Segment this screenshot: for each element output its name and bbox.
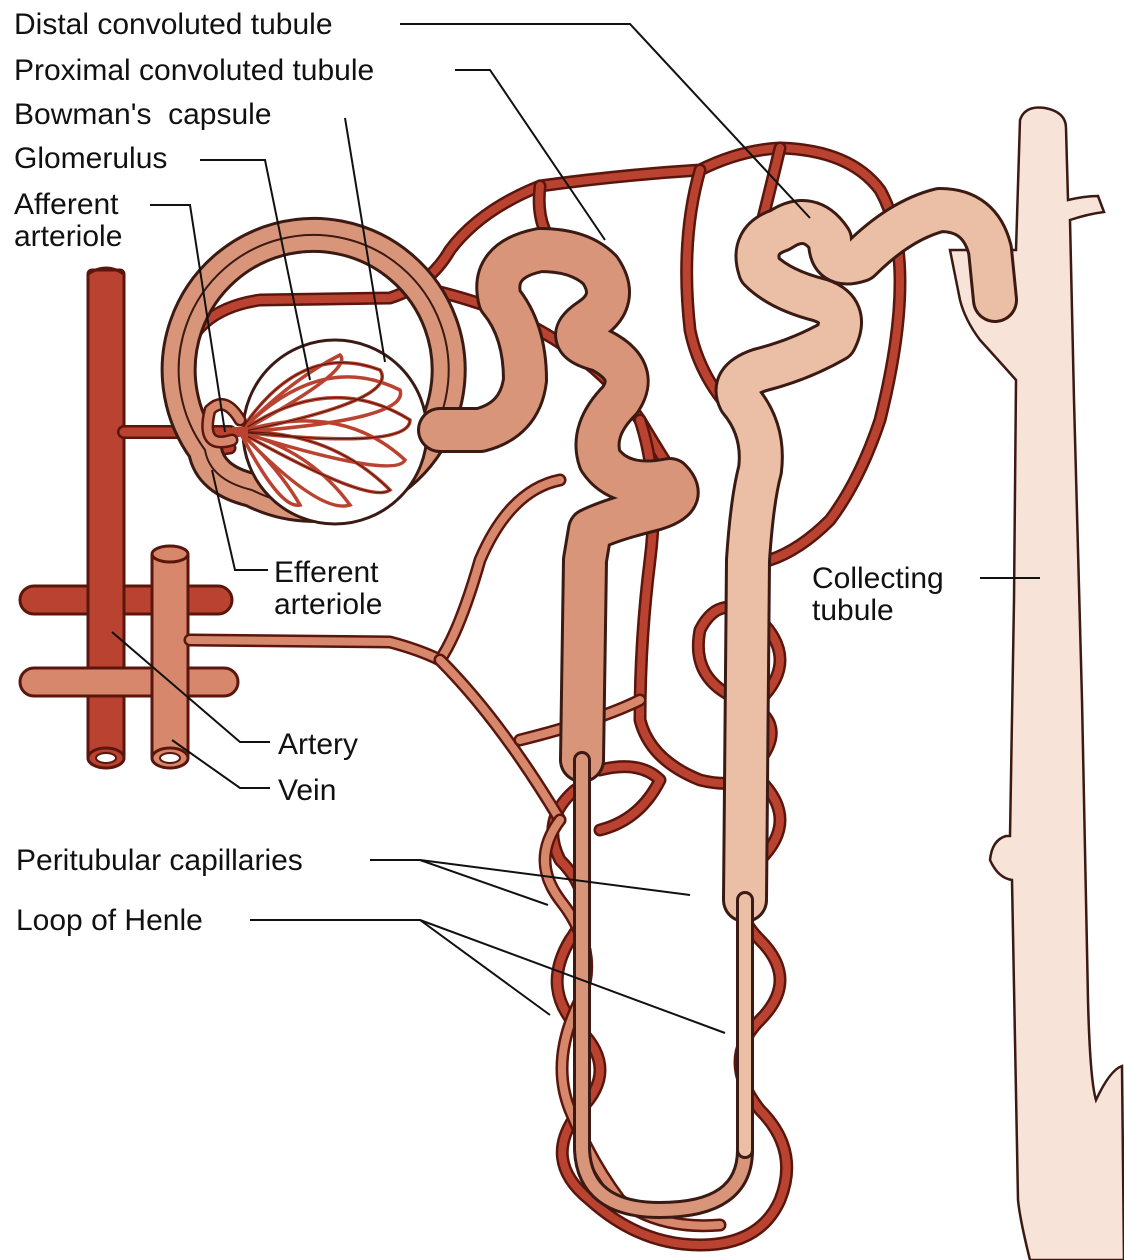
label-vein: Vein	[278, 774, 336, 807]
label-afferent-arteriole-2: arteriole	[14, 220, 122, 253]
bowmans-capsule	[179, 235, 449, 524]
label-efferent-arteriole-2: arteriole	[274, 588, 382, 621]
label-afferent-arteriole-1: Afferent	[14, 188, 119, 221]
proximal-convoluted-tubule	[440, 250, 745, 1210]
label-glomerulus: Glomerulus	[14, 142, 167, 175]
vein	[20, 546, 238, 768]
label-bowmans-capsule: Bowman's capsule	[14, 98, 272, 131]
label-proximal-convoluted-tubule: Proximal convoluted tubule	[14, 54, 374, 87]
label-peritubular-capillaries: Peritubular capillaries	[16, 844, 303, 877]
label-artery: Artery	[278, 728, 358, 761]
label-loop-of-henle: Loop of Henle	[16, 904, 203, 937]
label-collecting-tubule-1: Collecting	[812, 562, 944, 595]
label-distal-convoluted-tubule: Distal convoluted tubule	[14, 8, 333, 41]
label-collecting-tubule-2: tubule	[812, 594, 894, 627]
label-efferent-arteriole-1: Efferent	[274, 556, 379, 589]
